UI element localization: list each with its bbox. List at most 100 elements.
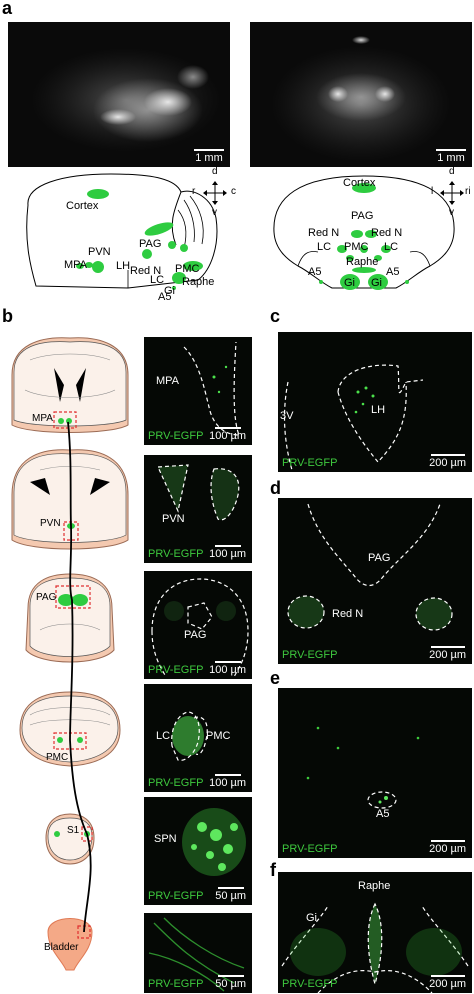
cor-label-pmc: PMC	[344, 241, 369, 253]
sag-label-pag: PAG	[139, 238, 162, 250]
micro-raphe-gi-outline	[281, 902, 469, 993]
cor-label-lc-left: LC	[317, 241, 332, 253]
cor-red-n-region-right	[381, 245, 391, 253]
coronal-scale-bar: 1 mm	[436, 149, 466, 164]
micro-a5: A5 PRV-EGFP 200 µm	[278, 688, 472, 858]
sagittal-scale-bar: 1 mm	[194, 149, 224, 164]
micro-pmc-outline	[171, 711, 208, 761]
micro-mpa: MPA PRV-EGFP 100 µm	[144, 337, 252, 445]
atlas-label-pvn: PVN	[40, 518, 61, 529]
sag-label-lh: LH	[116, 260, 131, 272]
sagittal-brain-signal	[31, 48, 221, 152]
sag-gi-region	[172, 272, 186, 284]
micro-raphe-gi-gi-label: Gi	[306, 912, 317, 924]
sag-raphe-region	[183, 261, 203, 271]
atlas-section-pag	[25, 573, 115, 663]
sag-lh-region	[92, 261, 104, 273]
micro-a5-tracer-label: PRV-EGFP	[282, 843, 338, 855]
sagittal-regions	[76, 189, 203, 290]
cor-raphe-region	[352, 267, 376, 273]
cor-pag-region-right	[365, 230, 377, 238]
panel-letter-b: b	[2, 306, 13, 326]
cor-label-gi-left: Gi	[344, 277, 355, 289]
micro-pag-red-n-tracer-label: PRV-EGFP	[282, 649, 338, 661]
coronal-compass-right: ri	[465, 186, 471, 197]
micro-pag-tracer-label: PRV-EGFP	[148, 664, 204, 676]
micro-pag: PAG PRV-EGFP 100 µm	[144, 571, 252, 679]
micro-pvn: PVN PRV-EGFP 100 µm	[144, 455, 252, 563]
panel-letter-a: a	[2, 0, 13, 18]
micro-lh-outline	[283, 364, 424, 471]
micro-pmc-pmc-label: PMC	[206, 730, 231, 742]
panel-letter-d: d	[270, 478, 281, 498]
cor-a5-region-right	[405, 280, 409, 284]
micro-bladder-scale-bar: 50 µm	[215, 975, 246, 990]
micro-raphe-gi-tracer-label: PRV-EGFP	[282, 978, 338, 990]
coronal-compass-up: d	[449, 166, 455, 177]
micro-mpa-outline	[183, 341, 240, 436]
micro-pmc-lc-label: LC	[156, 730, 171, 742]
cor-label-cortex: Cortex	[343, 177, 376, 189]
sag-label-red-n: Red N	[130, 265, 162, 277]
sagittal-compass-arrows	[203, 181, 227, 205]
panel-letter-e: e	[270, 668, 281, 688]
atlas-label-pmc: PMC	[46, 752, 69, 763]
atlas-section-mpa	[11, 337, 129, 433]
micro-spn-scale-bar: 50 µm	[215, 887, 246, 902]
cor-lc-region-left	[346, 255, 354, 261]
sagittal-compass-left: r	[192, 186, 196, 197]
micro-lh: 3V LH PRV-EGFP 200 µm	[278, 332, 472, 472]
micro-a5-region-label: A5	[376, 808, 390, 820]
micro-pmc: LC PMC PRV-EGFP 100 µm	[144, 684, 252, 792]
cor-label-a5-right: A5	[386, 266, 400, 278]
micro-raphe-gi: Raphe Gi PRV-EGFP 200 µm	[278, 872, 472, 993]
sag-label-cortex: Cortex	[66, 200, 99, 212]
micro-lh-region-label: LH	[371, 404, 386, 416]
atlas-sections	[11, 337, 129, 971]
micro-spn: SPN PRV-EGFP 50 µm	[144, 797, 252, 905]
cor-pmc-region	[360, 245, 368, 253]
micro-raphe-gi-raphe-label: Raphe	[358, 880, 391, 892]
sagittal-compass-up: d	[212, 166, 218, 177]
cor-label-a5-left: A5	[308, 266, 322, 278]
micro-pvn-tracer-label: PRV-EGFP	[148, 548, 204, 560]
micro-a5-outline	[306, 726, 420, 809]
micro-bladder: PRV-EGFP 50 µm	[144, 913, 252, 993]
micro-pag-scale-bar: 100 µm	[209, 661, 246, 676]
sag-mpa-region	[76, 263, 84, 269]
atlas-label-bladder: Bladder	[44, 942, 79, 953]
micro-pag-red-n-scale-bar: 200 µm	[429, 646, 466, 661]
cor-gi-region-right	[368, 274, 388, 290]
micro-pag-region-label: PAG	[184, 629, 207, 641]
sag-pmc-region	[180, 244, 188, 252]
sag-pag-region	[144, 222, 174, 236]
cor-gi-region-left	[340, 274, 360, 290]
micro-pag-red-n-red-n-label: Red N	[332, 608, 364, 620]
micro-pag-red-n-outline	[287, 503, 453, 631]
sagittal-compass-down: v	[212, 207, 217, 218]
micro-mpa-region-label: MPA	[156, 375, 180, 387]
micro-lh-3v-label: 3V	[280, 410, 294, 422]
cor-label-lc-right: LC	[384, 241, 399, 253]
coronal-schematic	[273, 175, 455, 289]
panel-letter-c: c	[270, 306, 281, 326]
coronal-compass-down: v	[449, 207, 454, 218]
micro-pag-outline	[151, 578, 249, 678]
sag-label-lc: LC	[150, 274, 165, 286]
sagittal-compass-right: c	[231, 186, 236, 197]
sag-cortex-region	[87, 189, 109, 199]
micro-pmc-tracer-label: PRV-EGFP	[148, 777, 204, 789]
coronal-brain-image: 1 mm	[250, 22, 472, 167]
micro-pvn-outline	[157, 464, 240, 521]
coronal-compass-left: l	[431, 186, 434, 197]
sag-lc-region	[168, 241, 176, 249]
sagittal-brain-image: 1 mm	[8, 22, 230, 167]
micro-mpa-tracer-label: PRV-EGFP	[148, 430, 204, 442]
sag-label-raphe: Raphe	[182, 276, 215, 288]
micro-spn-region-label: SPN	[154, 833, 177, 845]
sagittal-schematic	[26, 173, 218, 289]
cor-red-n-region-left	[337, 245, 347, 253]
coronal-brain-signal	[271, 36, 451, 162]
sag-label-a5: A5	[158, 291, 172, 303]
cor-a5-region-left	[319, 280, 323, 284]
